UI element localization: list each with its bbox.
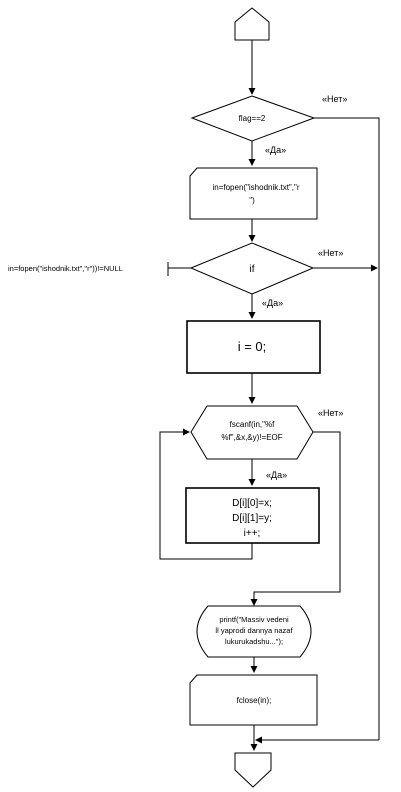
decision-if-yes-label: «Да» — [262, 298, 283, 308]
loop-fscanf-no-label: «Нет» — [318, 408, 343, 418]
edge-cond1-no — [314, 117, 380, 740]
process-init-text: i = 0; — [238, 339, 267, 354]
process-fopen-line1: in=fopen("ishodnik.txt","r — [212, 183, 299, 192]
process-fopen — [189, 167, 318, 220]
edge-loop-no — [250, 431, 341, 606]
decision-flag-text: flag==2 — [239, 114, 266, 123]
decision-flag-no-label: «Нет» — [322, 94, 347, 104]
output-printf — [196, 605, 312, 658]
decision-if-no-label: «Нет» — [318, 248, 343, 258]
process-fopen-line2: ") — [249, 196, 255, 205]
decision-flag-yes-label: «Да» — [265, 145, 286, 155]
process-loop-body-line1: D[i][0]=x; — [232, 498, 272, 509]
decision-if-condition-note: in=fopen("ishodnik.txt","r"))!=NULL — [8, 264, 123, 273]
loop-fscanf — [190, 405, 314, 460]
process-loop-body-line2: D[i][1]=y; — [232, 513, 272, 524]
edge-loop-back — [159, 428, 253, 560]
output-printf-line2: ll yaprodi dannya nazaf — [215, 626, 293, 635]
process-fclose-text: fclose(in); — [237, 696, 272, 705]
decision-if-text: if — [250, 264, 255, 275]
bottom-connector — [234, 752, 272, 788]
output-printf-line1: printf("Massiv vedeni — [219, 615, 289, 624]
process-loop-body — [185, 487, 320, 544]
process-init — [186, 320, 321, 374]
process-loop-body-line3: i++; — [244, 528, 261, 539]
loop-fscanf-line2: %f",&x,&y)!=EOF — [221, 433, 282, 442]
loop-fscanf-yes-label: «Да» — [266, 470, 287, 480]
top-connector — [234, 7, 270, 41]
output-printf-line3: lukurukadshu..."); — [225, 637, 283, 646]
loop-fscanf-line1: fscanf(in,"%f — [230, 420, 275, 429]
